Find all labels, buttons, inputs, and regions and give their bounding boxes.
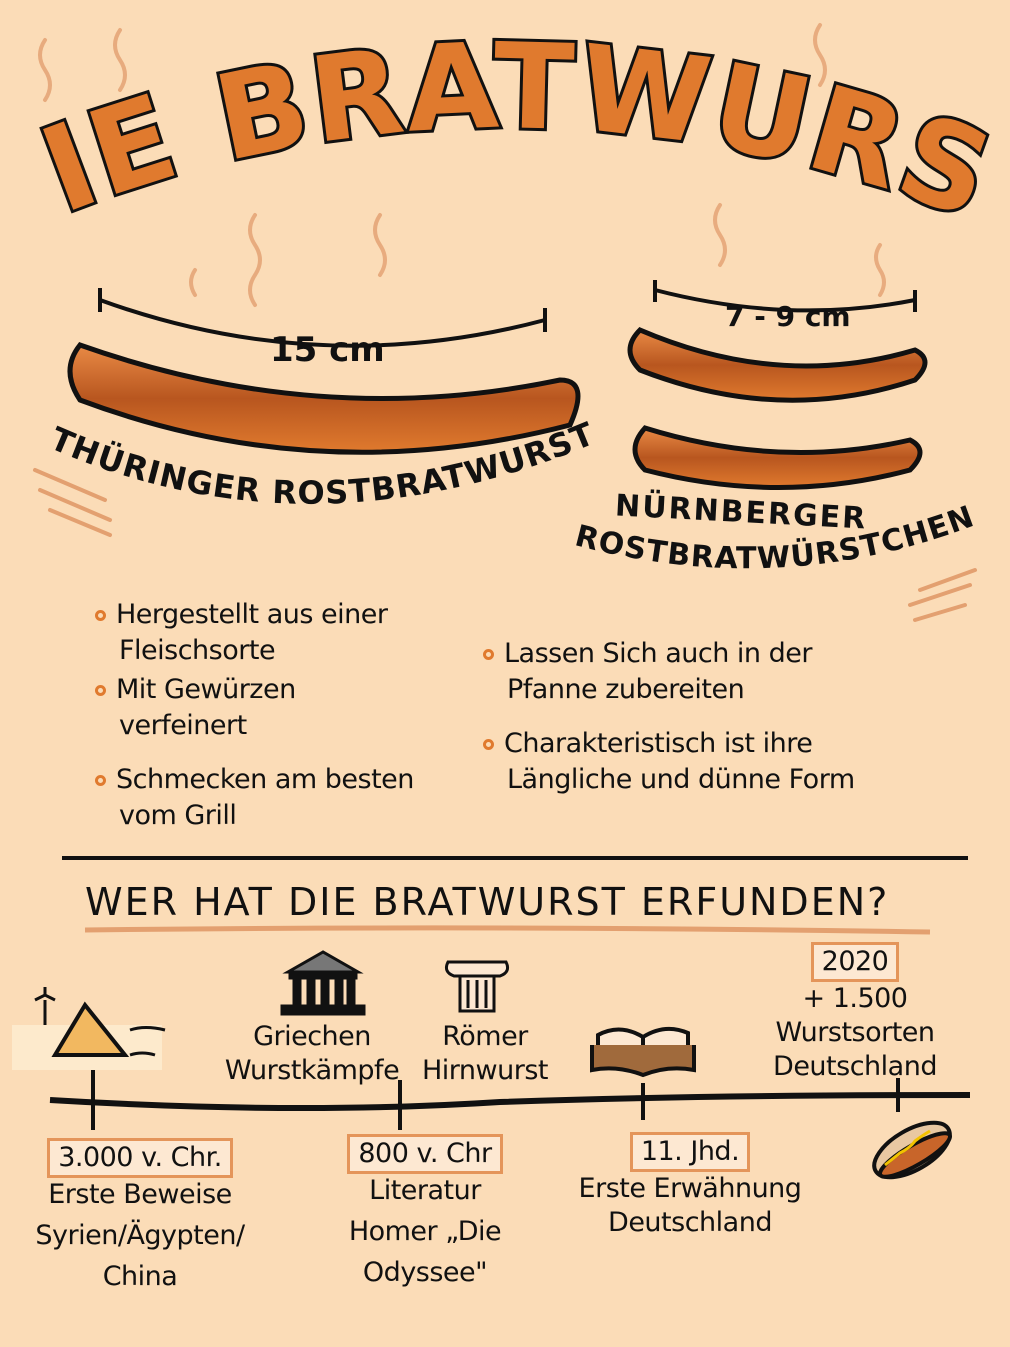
- nuernberger-sausage-2: [632, 425, 923, 490]
- pyramid-palm-icon: [12, 987, 166, 1070]
- date-badge: 11. Jhd.: [629, 1132, 751, 1172]
- thueringer-sausage: [67, 342, 581, 455]
- bullet-icon: [483, 649, 494, 660]
- bullet-icon: [95, 775, 106, 786]
- bullet-icon: [483, 739, 494, 750]
- open-book-icon: [590, 1026, 696, 1078]
- date-badge: 3.000 v. Chr.: [47, 1138, 233, 1178]
- length-arc: [99, 298, 546, 348]
- steam-icon: [38, 23, 886, 307]
- timeline-line: [49, 1092, 971, 1112]
- question-underline: [84, 925, 931, 935]
- nuernberger-sausage-1: [627, 327, 928, 403]
- date-badge: 2020: [810, 942, 900, 982]
- title-text: DIE BRATWURST: [0, 0, 1010, 246]
- title: DIE BRATWURST: [0, 0, 1010, 249]
- roman-column-icon: [445, 960, 509, 1013]
- hotdog-icon: [872, 1120, 952, 1180]
- bullet-icon: [95, 610, 106, 621]
- date-badge: 800 v. Chr: [347, 1134, 503, 1174]
- thueringer-length: 15 cm: [270, 330, 385, 370]
- question-heading: WER HAT DIE BRATWURST ERFUNDEN?: [85, 880, 890, 924]
- greek-temple-icon: [280, 950, 366, 1016]
- nuernberger-length: 7 - 9 cm: [725, 300, 851, 333]
- bullet-icon: [95, 685, 106, 696]
